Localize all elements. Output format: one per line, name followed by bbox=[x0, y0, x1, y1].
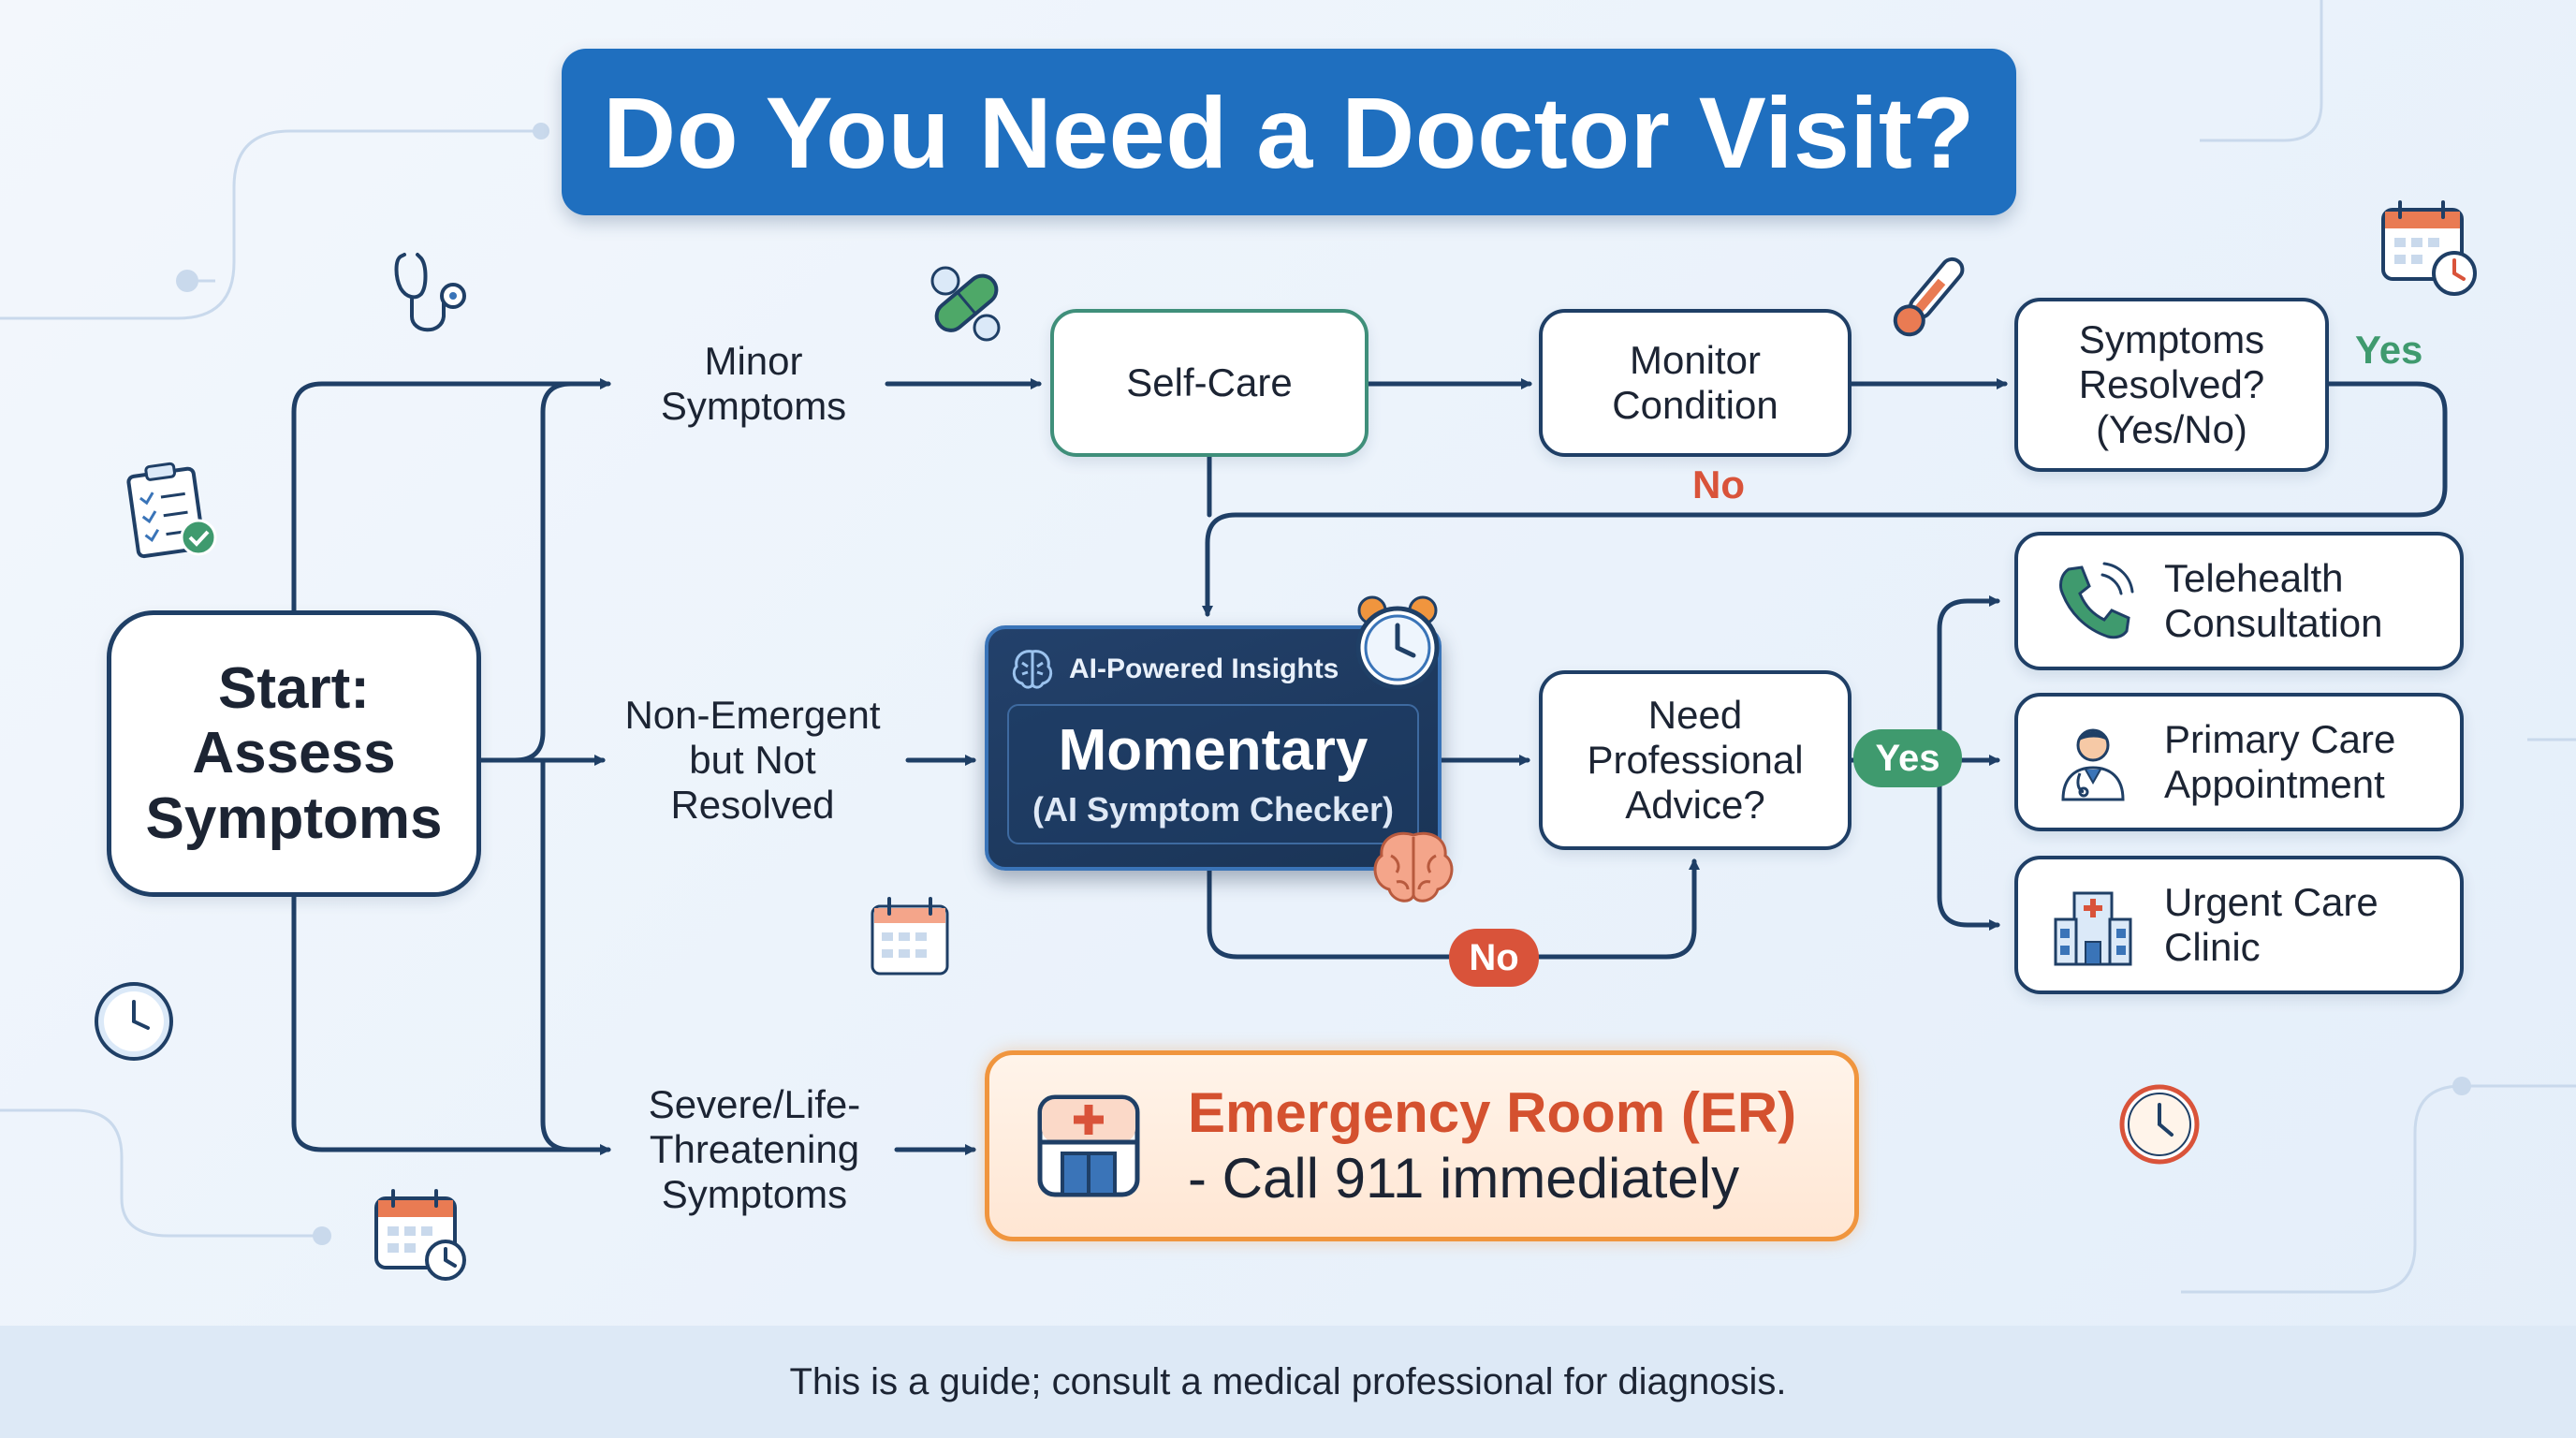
checklist-icon bbox=[126, 462, 217, 559]
calendar-icon bbox=[871, 897, 949, 976]
ai-symptom-checker-panel: AI-Powered Insights Momentary (AI Sympto… bbox=[985, 625, 1442, 871]
ai-badge: AI-Powered Insights bbox=[1009, 646, 1339, 693]
need-advice-line-2: Professional bbox=[1587, 738, 1804, 783]
er-title: Emergency Room (ER) bbox=[1188, 1081, 1797, 1144]
option-primary-care-line-2: Appointment bbox=[2164, 762, 2385, 806]
start-line-1: Start: bbox=[218, 655, 370, 721]
resolved-line-3: (Yes/No) bbox=[2096, 406, 2247, 451]
branch-minor-line-1: Minor bbox=[704, 339, 803, 384]
er-instruction: - Call 911 immediately bbox=[1188, 1147, 1740, 1210]
branch-severe-line-1: Severe/Life- bbox=[648, 1082, 861, 1127]
emergency-room-node: Emergency Room (ER) - Call 911 immediate… bbox=[985, 1050, 1859, 1241]
option-urgent-care: Urgent Care Clinic bbox=[2014, 856, 2464, 994]
ai-badge-label: AI-Powered Insights bbox=[1069, 653, 1339, 684]
option-urgent-care-line-2: Clinic bbox=[2164, 925, 2261, 969]
pills-icon bbox=[930, 266, 1001, 342]
calendar-clock-bottom-icon bbox=[374, 1189, 466, 1281]
need-advice-node: Need Professional Advice? bbox=[1539, 670, 1852, 850]
emergency-hospital-icon bbox=[1037, 1094, 1140, 1197]
branch-non-emergent-line-3: Resolved bbox=[670, 782, 835, 827]
resolved-line-1: Symptoms bbox=[2078, 317, 2265, 362]
start-to-minor-connector bbox=[291, 378, 611, 613]
alarm-clock-icon bbox=[1355, 595, 1440, 690]
clock-icon bbox=[95, 982, 173, 1061]
start-line-2: Assess bbox=[192, 721, 396, 786]
option-primary-care-line-1: Primary Care bbox=[2164, 717, 2396, 762]
branch-severe-line-3: Symptoms bbox=[661, 1171, 848, 1216]
calendar-clock-icon bbox=[2381, 200, 2477, 296]
page-title: Do You Need a Doctor Visit? bbox=[562, 49, 2016, 215]
branch-trunk-connector bbox=[478, 381, 574, 763]
branch-severe-label: Severe/Life- Threatening Symptoms bbox=[614, 1075, 895, 1225]
need-advice-line-1: Need bbox=[1647, 693, 1743, 738]
self-care-node: Self-Care bbox=[1050, 309, 1368, 457]
thermometer-icon bbox=[1893, 257, 1965, 337]
resolved-no-label: No bbox=[1692, 462, 1745, 506]
doctor-icon bbox=[2061, 728, 2125, 801]
start-line-3: Symptoms bbox=[145, 785, 443, 851]
footer-disclaimer: This is a guide; consult a medical profe… bbox=[0, 1326, 2576, 1438]
monitor-line-1: Monitor bbox=[1629, 338, 1762, 383]
resolved-yes-label: Yes bbox=[2355, 328, 2423, 372]
brain-illustration-icon bbox=[1373, 831, 1454, 902]
option-telehealth-line-1: Telehealth bbox=[2164, 556, 2344, 601]
advice-no-badge: No bbox=[1449, 929, 1539, 987]
start-to-severe-connector bbox=[291, 894, 611, 1155]
start-node: Start: Assess Symptoms bbox=[107, 610, 481, 897]
need-advice-line-3: Advice? bbox=[1625, 782, 1765, 827]
branch-minor-line-2: Symptoms bbox=[660, 384, 847, 428]
stethoscope-icon bbox=[394, 253, 466, 332]
ai-tool-subtitle: (AI Symptom Checker) bbox=[1032, 790, 1395, 829]
monitor-condition-node: Monitor Condition bbox=[1539, 309, 1852, 457]
ai-tool-name: Momentary bbox=[1058, 717, 1368, 783]
branch-minor-label: Minor Symptoms bbox=[618, 328, 889, 440]
branch-non-emergent-line-1: Non-Emergent bbox=[624, 693, 881, 738]
option-telehealth: Telehealth Consultation bbox=[2014, 532, 2464, 670]
monitor-line-2: Condition bbox=[1612, 383, 1778, 427]
option-urgent-care-line-1: Urgent Care bbox=[2164, 880, 2378, 925]
branch-non-emergent-line-2: but Not bbox=[689, 738, 816, 783]
option-primary-care: Primary Care Appointment bbox=[2014, 693, 2464, 831]
resolved-yes-loop bbox=[1202, 381, 2448, 617]
symptoms-resolved-node: Symptoms Resolved? (Yes/No) bbox=[2014, 298, 2329, 472]
brain-icon bbox=[1012, 650, 1053, 689]
advice-yes-badge: Yes bbox=[1853, 729, 1962, 787]
branch-severe-line-2: Threatening bbox=[649, 1127, 860, 1172]
branch-non-emergent-label: Non-Emergent but Not Resolved bbox=[603, 689, 902, 831]
wall-clock-icon bbox=[2119, 1084, 2200, 1165]
option-telehealth-line-2: Consultation bbox=[2164, 601, 2383, 645]
hospital-icon bbox=[2054, 891, 2132, 966]
resolved-line-2: Resolved? bbox=[2078, 362, 2265, 407]
ai-panel-body: Momentary (AI Symptom Checker) bbox=[1007, 704, 1419, 844]
phone-icon bbox=[2059, 562, 2134, 639]
